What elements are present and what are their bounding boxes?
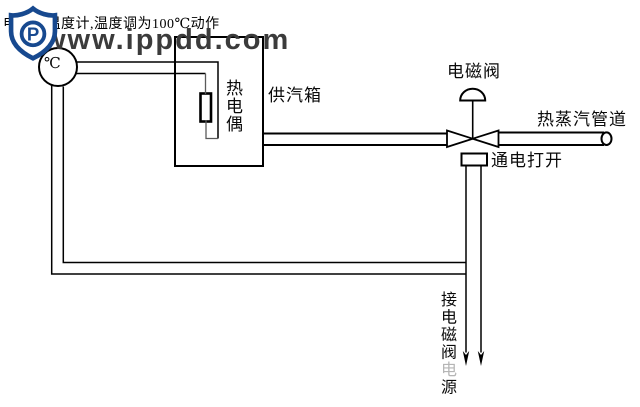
pipe-end-cap	[600, 131, 613, 146]
thermocouple-label: 热电偶	[223, 79, 242, 133]
solenoid-terminal-box	[460, 152, 488, 167]
valve-left-triangle	[446, 129, 476, 149]
power-label-part3: 源	[438, 378, 455, 397]
steam-pipe-label: 热蒸汽管道	[537, 110, 627, 129]
valve-right-triangle	[469, 129, 500, 149]
circuit-wire-outer	[50, 85, 466, 275]
steam-box-label: 供汽箱	[268, 86, 322, 105]
logo-letter: P	[27, 24, 39, 45]
thermometer-dial-circle	[38, 47, 78, 87]
power-arrowhead-left	[462, 351, 470, 366]
power-connection-label: 接电磁阀电源	[438, 291, 455, 396]
steam-supply-box	[174, 36, 264, 167]
thermocouple-wire-upper	[76, 61, 219, 139]
thermometer-unit-label: ℃	[44, 56, 61, 72]
solenoid-dome	[459, 87, 487, 102]
power-arrowhead-right	[477, 351, 485, 366]
power-label-part1: 接电磁阀	[438, 291, 455, 361]
solenoid-valve-label: 电磁阀	[447, 62, 501, 81]
energize-open-label: 通电打开	[491, 151, 563, 170]
thermocouple-wire-loop	[205, 120, 218, 140]
circuit-wire-inner	[62, 86, 466, 264]
thermocouple-element	[199, 92, 213, 123]
logo-circle	[19, 20, 47, 48]
power-label-faded-char: 电	[438, 361, 455, 379]
watermark-shield-logo: P	[8, 5, 58, 61]
watermark-text: www.ippdd.com	[43, 24, 291, 56]
